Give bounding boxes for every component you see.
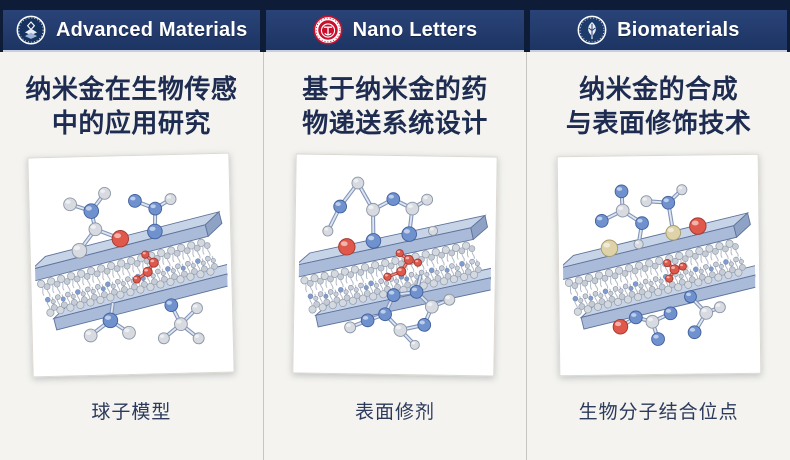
lipid-bilayer-illustration: [32, 186, 230, 344]
panel-title: 基于纳米金的药 物递送系统设计: [264, 73, 527, 141]
panel-biosensing: 纳米金在生物传感 中的应用研究 球子模型: [0, 52, 263, 460]
panel-title: 纳米金在生物传感 中的应用研究: [0, 73, 263, 141]
title-line-2: 中的应用研究: [51, 107, 211, 138]
figure-caption: 生物分子结合位点: [578, 401, 739, 423]
title-line-1: 基于纳米金的药: [302, 74, 488, 104]
molecular-figure: [292, 153, 498, 377]
panel-synthesis: 纳米金的合成 与表面修饰技术 生物分子结合位点: [526, 52, 790, 460]
molecular-figure: [556, 153, 762, 376]
lipid-bilayer-illustration: [297, 176, 493, 350]
lipid-bilayer-illustration: [561, 183, 756, 346]
advanced-materials-logo-icon: [16, 15, 46, 45]
nano-letters-seal-icon: [313, 15, 343, 45]
journal-name: Nano Letters: [352, 18, 478, 41]
journal-name: Advanced Materials: [55, 18, 248, 41]
panels-row: 纳米金在生物传感 中的应用研究 球子模型 基于纳米金的药 物递送系统设计 表面修…: [0, 52, 790, 460]
panel-drug-delivery: 基于纳米金的药 物递送系统设计 表面修剂: [262, 52, 527, 460]
biomaterials-leaf-logo-icon: [577, 15, 607, 45]
title-line-1: 纳米金在生物传感: [25, 74, 238, 104]
title-line-1: 纳米金的合成: [579, 74, 739, 104]
title-line-2: 与表面修饰技术: [565, 107, 752, 138]
journal-header-nano-letters: Nano Letters: [266, 10, 524, 52]
title-line-2: 物递送系统设计: [302, 107, 488, 138]
figure-caption: 球子模型: [91, 401, 172, 423]
journal-header-strip: Advanced Materials Nano Letters Biomater…: [0, 0, 790, 52]
molecular-figure: [27, 152, 235, 378]
journal-header-biomaterials: Biomaterials: [529, 10, 787, 52]
figure-caption: 表面修剂: [355, 401, 436, 423]
journal-name: Biomaterials: [617, 18, 740, 41]
panel-title: 纳米金的合成 与表面修饰技术: [527, 73, 790, 141]
journal-header-advanced-materials: Advanced Materials: [3, 10, 261, 52]
